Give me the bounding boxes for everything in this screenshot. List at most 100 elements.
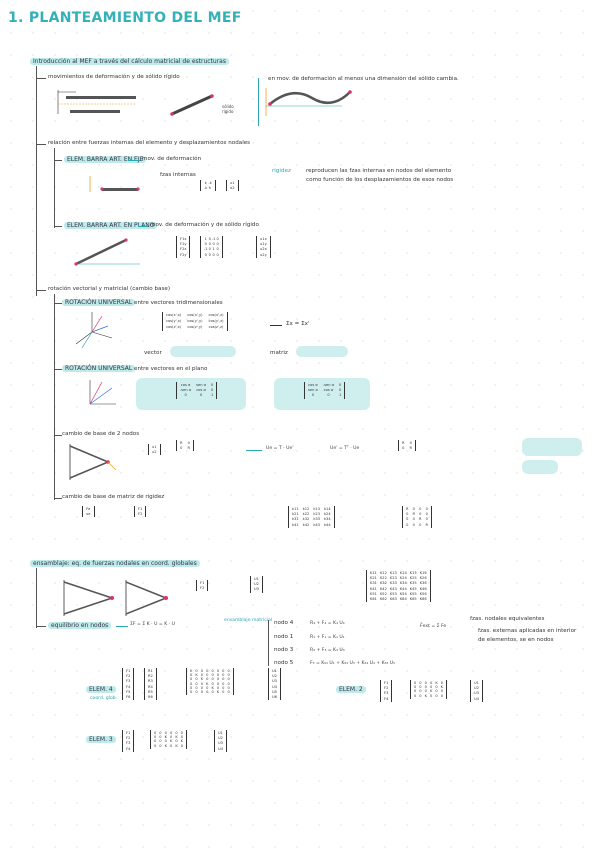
arrow bbox=[138, 226, 148, 227]
equation-transformation-2: Ue' = Tᵀ · Ue bbox=[330, 446, 360, 451]
rotation-summary-box bbox=[522, 438, 582, 456]
bar-axis-figure bbox=[89, 176, 140, 192]
label-elem3: ELEM. 3 bbox=[86, 736, 116, 743]
tree-branch bbox=[54, 369, 62, 370]
bracket-nodes bbox=[268, 620, 269, 666]
label-elem4: ELEM. 4 bbox=[86, 686, 116, 693]
section-intro: Introducción al MEF a través del cálculo… bbox=[30, 58, 229, 65]
tree-line-rotacion bbox=[54, 294, 55, 500]
label-equilibrio: equilibrio en nodos bbox=[48, 622, 112, 629]
tree-line-relacion bbox=[54, 148, 55, 228]
axes-2d-figure bbox=[89, 380, 116, 405]
label-nodo5: nodo 5 bbox=[274, 660, 294, 666]
tree-branch bbox=[36, 626, 46, 627]
tree-branch bbox=[36, 290, 46, 291]
rotation-matrix-3d: cos(x',x)cos(x',y)cos(x',z) cos(y',x)cos… bbox=[162, 312, 228, 331]
label-cambio-base: cambio de base de 2 nodos bbox=[62, 431, 140, 437]
page-title: 1. PLANTEAMIENTO DEL MEF bbox=[8, 10, 242, 26]
label-rot-universal: ROTACIÓN UNIVERSAL bbox=[62, 299, 136, 306]
label-fzas-externas-2: de elementos, se en nodos bbox=[478, 637, 554, 643]
label-rigidez: rigidez bbox=[272, 168, 291, 174]
arrow bbox=[128, 160, 140, 161]
separator-teal bbox=[258, 78, 259, 126]
label-matriz: matriz bbox=[270, 350, 288, 356]
label-fzas-externas-1: fzas. externas aplicadas en interior bbox=[478, 628, 577, 634]
arrow bbox=[270, 325, 282, 326]
matrix-formula-box bbox=[296, 346, 348, 357]
rotation-summary-box-2 bbox=[522, 460, 558, 474]
label-ensamblaje-matricial: ensamblaje matricial bbox=[224, 618, 273, 623]
subsection-movimientos: movimientos de deformación y de sólido r… bbox=[48, 74, 180, 80]
section-ensamblaje: ensamblaje: eq. de fuerzas nodales en co… bbox=[30, 560, 200, 567]
tree-branch bbox=[54, 498, 62, 499]
svg-text:sólido: sólido bbox=[222, 104, 234, 109]
arrow bbox=[116, 626, 128, 627]
label-elem2: ELEM. 2 bbox=[336, 686, 366, 693]
label-mov-deformacion: mov. de deformación bbox=[142, 156, 202, 162]
equation-change-basis: Σx = Σx' bbox=[286, 321, 310, 327]
rigidez-note-1: reproducen las fzas internas en nodos de… bbox=[306, 168, 452, 174]
tree-branch bbox=[54, 435, 62, 436]
movement-figure: sólido rígido bbox=[57, 90, 234, 116]
rigidez-note-2: como función de los desplazamientos de e… bbox=[306, 177, 454, 183]
tree-branch bbox=[36, 78, 46, 79]
label-elem-barra-eje: ELEM. BARRA ART. EN EJE bbox=[64, 156, 147, 163]
deform-note: en mov. de deformación al menos una dime… bbox=[268, 76, 459, 82]
label-nodo3: nodo 3 bbox=[274, 647, 294, 653]
deformation-figure bbox=[265, 88, 352, 116]
vector-formula-box bbox=[170, 346, 236, 357]
two-node-figure bbox=[69, 444, 117, 480]
bar-plane-figure bbox=[74, 238, 140, 266]
assembly-figure bbox=[63, 580, 168, 616]
svg-text:rígido: rígido bbox=[222, 109, 234, 114]
tree-line-ensamblaje bbox=[36, 568, 37, 628]
label-nodo4: nodo 4 bbox=[274, 620, 294, 626]
tree-branch bbox=[36, 144, 46, 145]
label-fzas-nodales: fzas. nodales equivalentes bbox=[470, 616, 545, 622]
tree-branch bbox=[54, 226, 62, 227]
tree-branch bbox=[54, 303, 62, 304]
rotation-2d-inverse-box bbox=[274, 378, 370, 410]
subsection-relacion: relación entre fuerzas internas del elem… bbox=[48, 140, 251, 146]
label-vector: vector bbox=[144, 350, 162, 356]
rotation-2d-box bbox=[136, 378, 246, 410]
label-rot-plano: entre vectores en el plano bbox=[134, 366, 208, 372]
label-cambio-base-rigidez: cambio de base de matriz de rigidez bbox=[62, 494, 165, 500]
label-elem-barra-plano: ELEM. BARRA ART. EN PLANO bbox=[64, 222, 158, 229]
label-nodo1: nodo 1 bbox=[274, 634, 294, 640]
equation-transformation: Ue = T · Ue' bbox=[266, 446, 294, 451]
label-entre-tridim: entre vectores tridimensionales bbox=[134, 300, 223, 306]
axes-3d-figure bbox=[75, 312, 113, 349]
label-fzas-internas: fzas internas bbox=[160, 172, 196, 178]
tree-branch bbox=[54, 160, 62, 161]
tree-line-main bbox=[36, 66, 37, 296]
label-rot-universal-plano: ROTACIÓN UNIVERSAL bbox=[62, 365, 136, 372]
label-coord-glob: coord. glob. bbox=[90, 696, 118, 701]
